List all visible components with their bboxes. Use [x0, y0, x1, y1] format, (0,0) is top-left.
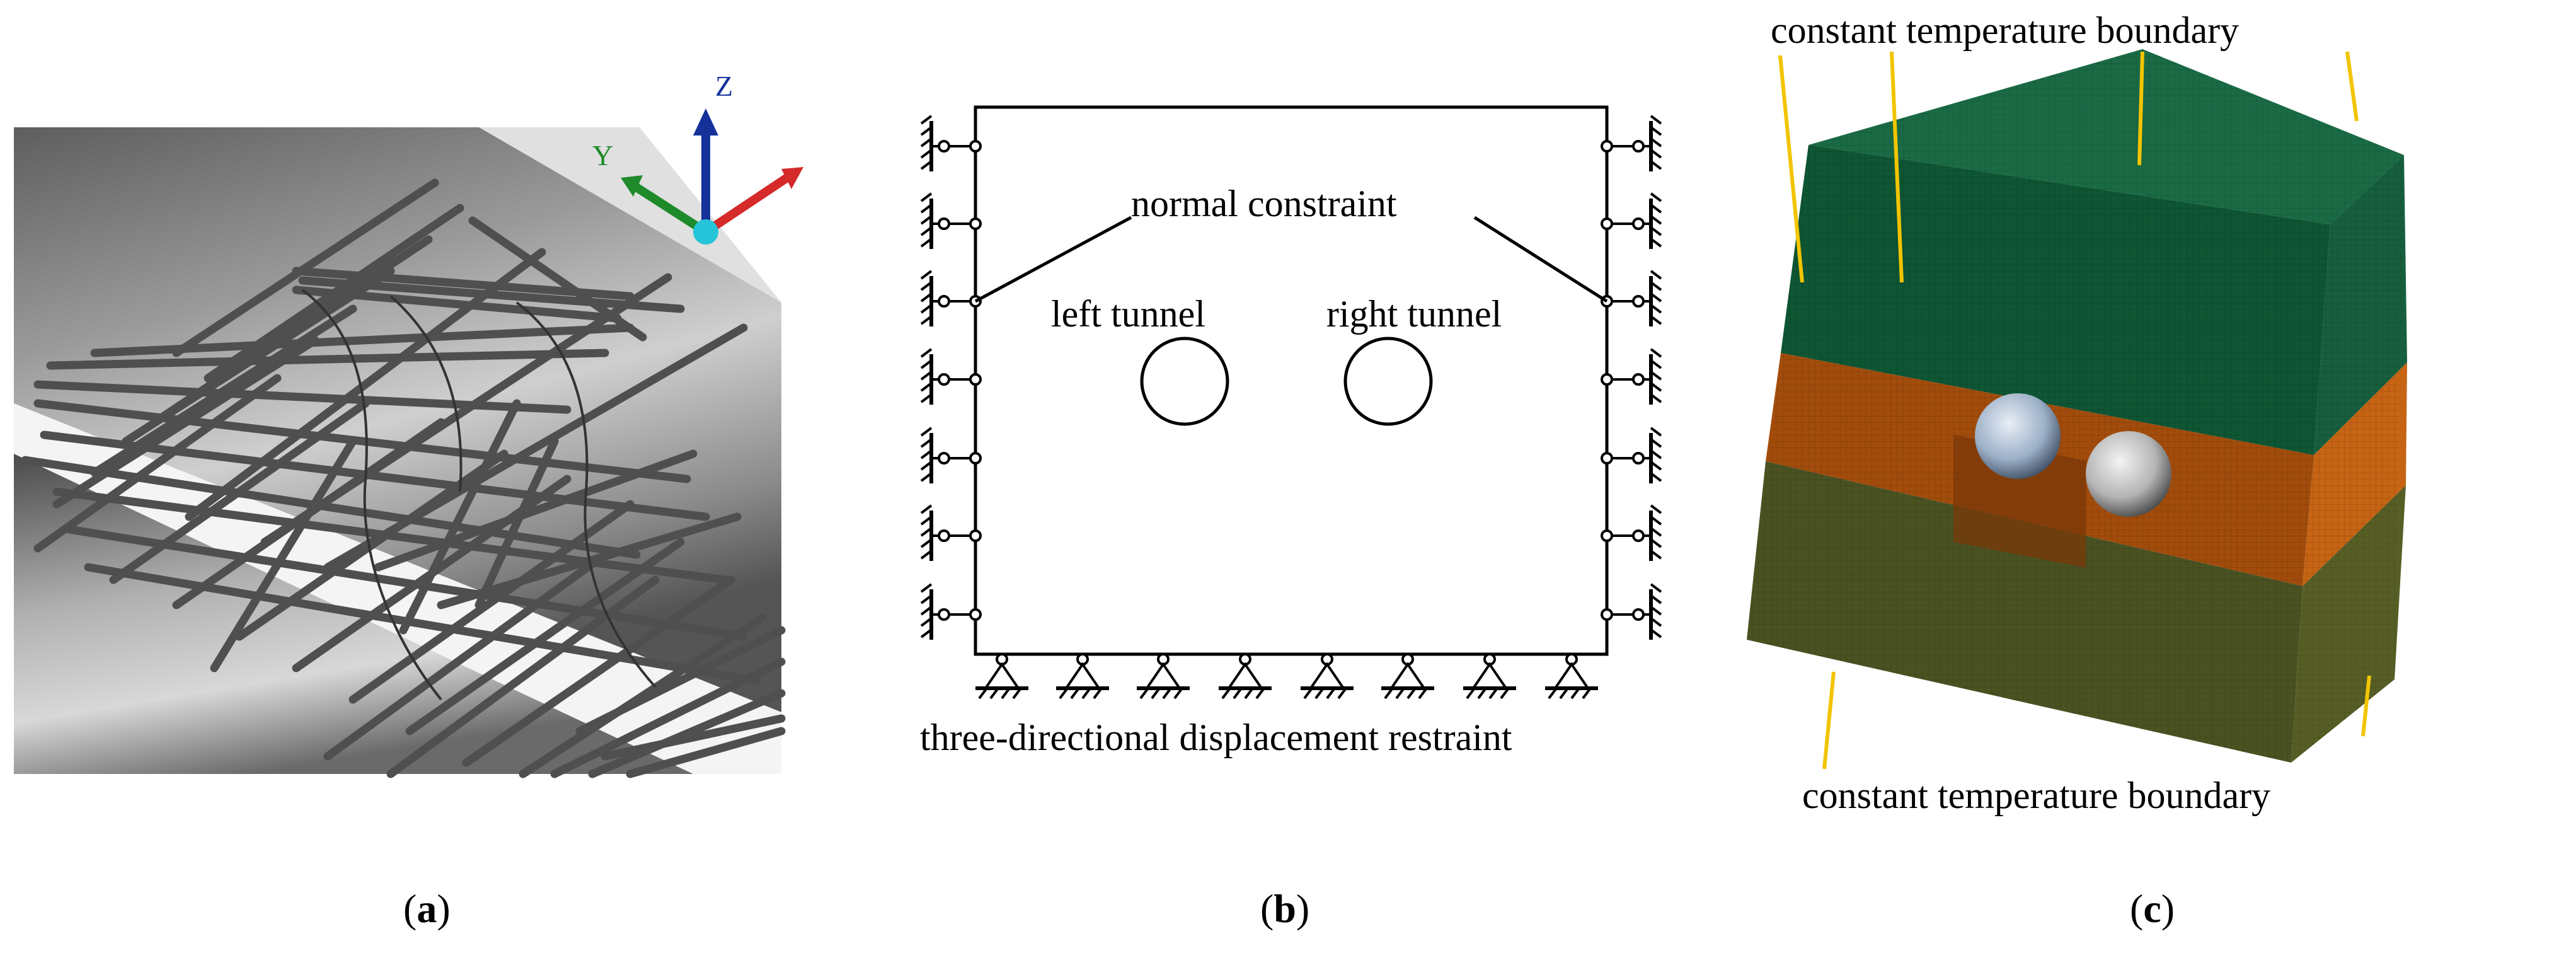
normal-constraint-label: normal constraint	[1131, 183, 1397, 224]
axes-origin-icon	[693, 219, 718, 245]
boundary-leader-lines	[1778, 51, 2371, 770]
rock-bolts	[21, 178, 786, 778]
panel-a-model-view: Z Y X	[14, 70, 803, 778]
axis-z-label: Z	[715, 70, 733, 102]
coordinate-axes: Z Y X	[592, 70, 803, 245]
bottom-boundary-label: constant temperature boundary	[1802, 775, 2270, 816]
right-tunnel-label: right tunnel	[1326, 293, 1502, 335]
right-tunnel	[1343, 337, 1433, 426]
right-leader-line	[1473, 216, 1608, 303]
left-normal-constraints	[921, 116, 980, 640]
left-leader-line	[974, 216, 1132, 303]
left-tunnel	[1140, 337, 1229, 426]
caption-a: (a)	[403, 886, 451, 931]
top-boundary-label: constant temperature boundary	[1771, 9, 2239, 51]
axis-y-label: Y	[592, 139, 613, 171]
right-normal-constraints	[1602, 116, 1661, 640]
caption-b: (b)	[1260, 886, 1310, 931]
left-tunnel-label: left tunnel	[1051, 293, 1205, 335]
panel-c-thermal-model: constant temperature boundary constant t…	[1747, 9, 2407, 816]
caption-c: (c)	[2130, 886, 2175, 931]
right-tunnel-opening	[2086, 431, 2171, 517]
bottom-restraint-label: three-directional displacement restraint	[920, 717, 1512, 758]
left-tunnel-opening	[1975, 393, 2061, 479]
tunnel-arch-lines	[301, 289, 657, 701]
left-tunnel-recess	[1953, 434, 2086, 568]
bottom-pin-supports	[975, 654, 1598, 698]
panel-b-boundary-diagram: normal constraint left tunnel right tunn…	[882, 105, 1733, 758]
